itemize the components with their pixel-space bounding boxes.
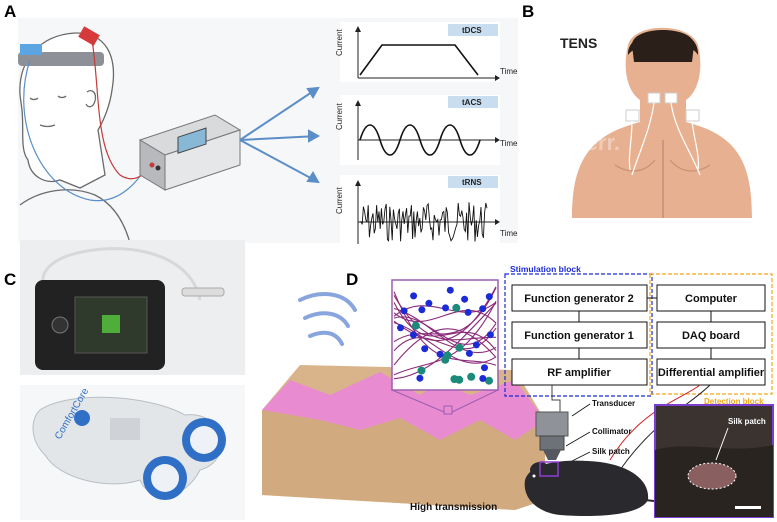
cable-connector xyxy=(181,287,225,297)
detection-block-label: Detection block xyxy=(704,397,764,406)
box-rf-amplifier xyxy=(511,358,648,386)
stimulator-device xyxy=(138,114,242,191)
high-transmission-caption: High transmission xyxy=(410,502,497,513)
headband xyxy=(18,52,104,66)
box-function-generator-2 xyxy=(511,284,648,312)
label-function-generator-1: Function generator 1 xyxy=(524,330,633,342)
network-particle xyxy=(446,286,454,294)
network-particle xyxy=(418,306,426,314)
transducer xyxy=(535,411,569,460)
network-particle xyxy=(397,324,404,332)
inset-photo xyxy=(654,404,774,518)
waveform-tacs xyxy=(340,95,500,165)
box-function-generator-1 xyxy=(511,321,648,349)
tens-illustration xyxy=(572,27,752,218)
label-collimator: Collimator xyxy=(592,427,632,436)
label-differential-amplifier: Differential amplifier xyxy=(658,367,765,379)
waveform-trns xyxy=(340,175,500,245)
polymer-fiber xyxy=(393,302,497,351)
network-particle xyxy=(485,376,493,385)
zoom-line-left xyxy=(391,389,445,413)
polymer-network xyxy=(393,286,497,385)
stimulation-block-frame xyxy=(504,273,653,397)
polymer-fiber xyxy=(393,310,497,324)
network-particle xyxy=(452,303,461,312)
electrode-blue xyxy=(20,44,42,55)
network-particle xyxy=(421,345,429,353)
watermark: fiverr. xyxy=(560,130,620,155)
waveform-tdcs xyxy=(340,22,500,82)
massager-device xyxy=(32,396,226,500)
cable-blue xyxy=(23,59,151,202)
trns-ylabel: Current xyxy=(335,187,344,214)
label-computer: Computer xyxy=(685,293,738,305)
network-particle xyxy=(481,364,488,372)
network-particle xyxy=(467,372,476,381)
network-particle xyxy=(417,366,426,375)
detection-block-frame xyxy=(649,273,773,395)
network-particle xyxy=(441,355,450,364)
network-particle xyxy=(485,293,493,301)
label-transducer: Transducer xyxy=(592,399,635,408)
rf-cable xyxy=(551,385,561,412)
zoom-source-marker xyxy=(443,405,453,415)
network-particle xyxy=(472,341,480,349)
panel-d-letter: D xyxy=(346,270,359,289)
electrode-red xyxy=(78,26,100,46)
tdcs-tag: tDCS xyxy=(462,26,482,35)
network-particle xyxy=(455,343,464,352)
tacs-xlabel: Time xyxy=(500,139,518,148)
tacs-ylabel: Current xyxy=(335,103,344,130)
network-particle xyxy=(461,295,469,303)
label-silk-patch: Silk patch xyxy=(592,447,630,456)
network-particle xyxy=(411,321,420,330)
head-illustration xyxy=(19,32,131,244)
stimulation-block-label: Stimulation block xyxy=(510,264,581,274)
trns-tag: tRNS xyxy=(462,178,482,187)
label-rf-amplifier: RF amplifier xyxy=(547,367,611,379)
polymer-fiber xyxy=(393,327,497,352)
network-particle xyxy=(400,307,408,315)
zoom-line-right xyxy=(451,389,499,413)
inset-label-silk-patch: Silk patch xyxy=(728,417,766,426)
network-particle xyxy=(455,375,464,384)
network-particle xyxy=(416,374,424,382)
noise-trace xyxy=(359,202,488,242)
box-differential-amplifier xyxy=(656,358,766,386)
panel-c-letter: C xyxy=(4,270,17,289)
network-particle xyxy=(464,308,472,316)
waveform-arrows xyxy=(239,86,321,184)
network-particle xyxy=(479,375,487,382)
label-function-generator-2: Function generator 2 xyxy=(524,293,633,305)
network-particle xyxy=(486,331,494,339)
network-particle xyxy=(479,305,487,313)
pointer-transducer xyxy=(571,403,591,417)
polymer-fiber xyxy=(393,328,497,366)
tdcs-xlabel: Time xyxy=(500,67,518,76)
network-particle xyxy=(409,331,417,339)
tdcs-ylabel: Current xyxy=(335,29,344,56)
panel-a-letter: A xyxy=(4,2,17,21)
panel-b-letter: B xyxy=(522,2,535,21)
trns-xlabel: Time xyxy=(500,229,518,238)
network-particle xyxy=(442,304,449,312)
network-particle xyxy=(410,292,418,300)
pointer-collimator xyxy=(565,431,591,447)
tacs-tag: tACS xyxy=(462,98,482,107)
tens-handheld-device xyxy=(35,280,165,370)
network-particle xyxy=(465,349,473,357)
network-particle xyxy=(436,350,444,358)
network-particle xyxy=(425,299,433,307)
tens-title: TENS xyxy=(560,35,597,51)
label-daq-board: DAQ board xyxy=(682,330,740,342)
